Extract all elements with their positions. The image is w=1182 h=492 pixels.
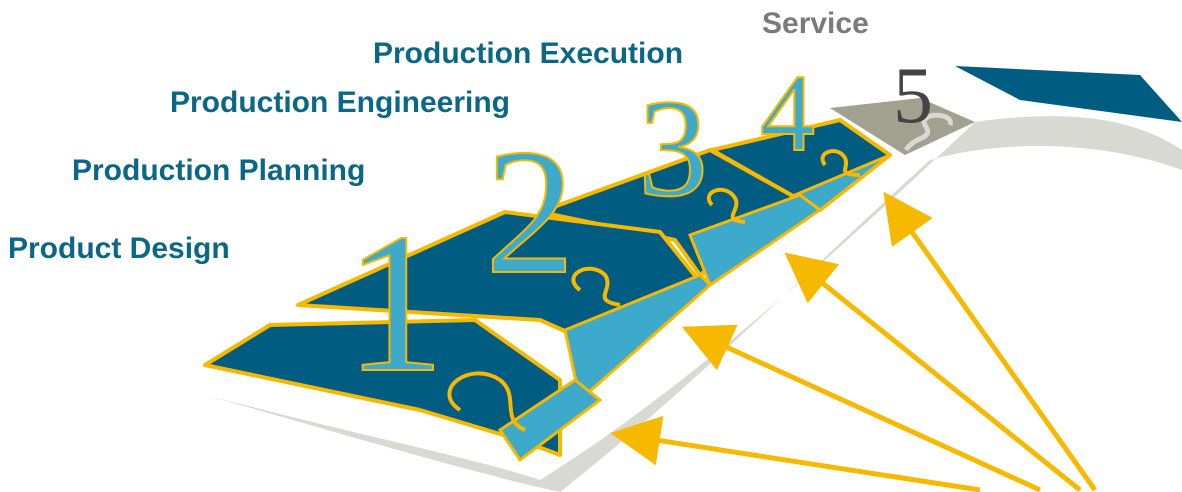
step-number-3: 3 bbox=[638, 71, 708, 226]
label-production-engineering: Production Engineering bbox=[170, 86, 510, 119]
puzzle-piece-5 bbox=[830, 98, 975, 155]
puzzle-knob-4 bbox=[820, 149, 861, 177]
step-number-5: 5 bbox=[893, 52, 933, 140]
label-production-execution: Production Execution bbox=[373, 37, 683, 70]
label-product-design: Product Design bbox=[8, 232, 230, 265]
arrow-4 bbox=[883, 191, 1098, 492]
puzzle-piece-5-tab bbox=[903, 112, 953, 152]
puzzle-knob-3 bbox=[707, 187, 746, 224]
puzzle-piece-2-strip bbox=[563, 273, 713, 403]
puzzle-knob-2 bbox=[571, 266, 621, 307]
label-production-planning: Production Planning bbox=[72, 154, 365, 187]
arrow-1 bbox=[610, 415, 981, 492]
puzzle-knob-1 bbox=[447, 371, 526, 432]
step-number-1: 1 bbox=[345, 193, 445, 414]
arrow-head bbox=[955, 66, 1182, 122]
arrow-3 bbox=[784, 252, 1082, 492]
puzzle-piece-3-strip bbox=[688, 193, 823, 288]
puzzle-piece-1-strip bbox=[497, 378, 603, 463]
arrow-2 bbox=[681, 324, 1042, 492]
step-number-2: 2 bbox=[485, 112, 575, 311]
label-service: Service bbox=[762, 7, 869, 40]
step-number-4: 4 bbox=[760, 52, 815, 174]
